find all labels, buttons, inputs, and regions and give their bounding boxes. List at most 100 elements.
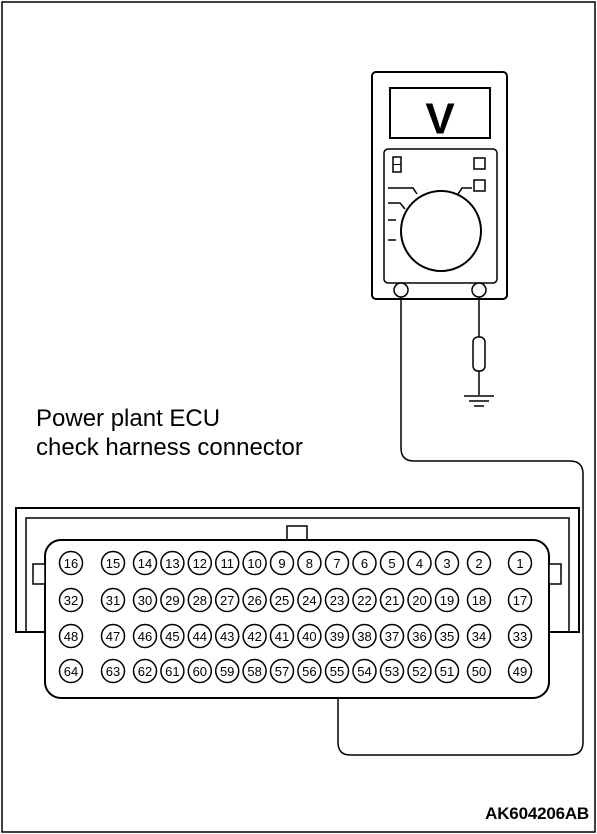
connector-pin-54	[352, 658, 377, 684]
connector-pin-label-22: 22	[357, 593, 371, 608]
test-probe-lead	[337, 297, 584, 756]
connector-pin-32	[58, 587, 84, 613]
dial-tick-5	[457, 187, 472, 195]
connector-pin-40	[297, 623, 322, 649]
connector-pin-63	[100, 658, 126, 684]
connector-pin-label-41: 41	[275, 629, 289, 644]
connector-pin-label-64: 64	[64, 664, 78, 679]
connector-pin-label-17: 17	[513, 593, 527, 608]
connector-pin-59	[214, 658, 240, 684]
connector-pin-24	[297, 587, 322, 613]
connector-pin-label-50: 50	[472, 664, 486, 679]
connector-pin-label-62: 62	[138, 664, 152, 679]
connector-pin-label-59: 59	[220, 664, 234, 679]
connector-pin-label-45: 45	[165, 629, 179, 644]
connector-pin-36	[407, 623, 432, 649]
caption-line-1: Power plant ECU	[36, 405, 221, 432]
connector-pin-35	[434, 623, 460, 649]
connector-key	[286, 525, 308, 541]
meter-display-symbol: V	[425, 95, 455, 144]
connector-pin-60	[187, 658, 213, 684]
connector-pin-51	[434, 658, 460, 684]
meter-selector-dial[interactable]	[400, 190, 482, 272]
connector-pin-label-63: 63	[106, 664, 120, 679]
connector-pin-33	[507, 623, 533, 649]
connector-pin-41	[269, 623, 295, 649]
connector-pin-44	[187, 623, 213, 649]
connector-pin-16	[58, 550, 84, 576]
connector-pin-label-7: 7	[333, 556, 340, 571]
connector-pin-55	[324, 658, 350, 684]
meter-button-bottom[interactable]	[473, 179, 486, 192]
connector-pin-label-34: 34	[472, 629, 486, 644]
connector-pin-label-5: 5	[388, 556, 395, 571]
connector-pin-label-57: 57	[275, 664, 289, 679]
connector-pin-25	[269, 587, 295, 613]
ground-clip	[472, 336, 486, 372]
connector-pin-label-18: 18	[472, 593, 486, 608]
connector-pin-label-11: 11	[220, 556, 234, 571]
connector-latch-left	[32, 563, 46, 585]
connector-pin-label-44: 44	[193, 629, 207, 644]
connector-pin-50	[466, 658, 492, 684]
connector-pin-label-60: 60	[193, 664, 207, 679]
connector-pin-3	[434, 550, 460, 576]
connector-pin-14	[132, 550, 158, 576]
connector-pin-45	[160, 623, 185, 649]
meter-jack-left[interactable]	[393, 282, 409, 298]
connector-pin-label-53: 53	[385, 664, 399, 679]
connector-pin-label-37: 37	[385, 629, 399, 644]
connector-pin-label-6: 6	[361, 556, 368, 571]
connector-pin-56	[297, 658, 322, 684]
connector-pin-label-36: 36	[412, 629, 426, 644]
connector-pin-label-15: 15	[106, 556, 120, 571]
connector-pin-47	[100, 623, 126, 649]
connector-pin-13	[160, 550, 185, 576]
connector-pin-61	[160, 658, 185, 684]
ground-lead	[464, 297, 494, 407]
connector-pin-label-46: 46	[138, 629, 152, 644]
connector-pin-label-24: 24	[302, 593, 316, 608]
connector-pin-12	[187, 550, 213, 576]
connector-pin-label-9: 9	[278, 556, 285, 571]
connector-pin-label-28: 28	[193, 593, 207, 608]
connector-pin-label-56: 56	[302, 664, 316, 679]
connector-pin-label-61: 61	[165, 664, 179, 679]
connector-pin-11	[214, 550, 240, 576]
meter-jack-right[interactable]	[471, 282, 487, 298]
connector-pin-label-47: 47	[106, 629, 120, 644]
connector-pin-9	[269, 550, 295, 576]
connector-pin-label-42: 42	[247, 629, 261, 644]
connector-pin-label-26: 26	[247, 593, 261, 608]
connector-pin-26	[242, 587, 267, 613]
connector-pin-label-49: 49	[513, 664, 527, 679]
connector-pin-57	[269, 658, 295, 684]
connector-pin-46	[132, 623, 158, 649]
connector-pin-43	[214, 623, 240, 649]
connector-pin-62	[132, 658, 158, 684]
connector-pin-label-2: 2	[475, 556, 482, 571]
connector-pin-42	[242, 623, 267, 649]
connector-pin-label-54: 54	[357, 664, 371, 679]
connector-pin-64	[58, 658, 84, 684]
connector-pin-34	[466, 623, 492, 649]
connector-face	[44, 539, 550, 699]
connector-pin-label-12: 12	[193, 556, 207, 571]
connector-pin-1	[507, 550, 533, 576]
connector-pin-23	[324, 587, 350, 613]
figure-id: AK604206AB	[485, 804, 589, 823]
connector-pin-label-58: 58	[247, 664, 261, 679]
connector-pin-37	[379, 623, 405, 649]
connector-caption: Power plant ECU check harness connector	[36, 404, 303, 462]
meter-button-top[interactable]	[473, 157, 486, 170]
connector-pin-label-1: 1	[516, 556, 523, 571]
connector-pin-label-43: 43	[220, 629, 234, 644]
connector-pin-label-27: 27	[220, 593, 234, 608]
connector-pin-22	[352, 587, 377, 613]
connector-pin-18	[466, 587, 492, 613]
connector-pin-label-33: 33	[513, 629, 527, 644]
connector-pin-label-29: 29	[165, 593, 179, 608]
connector-pin-label-8: 8	[306, 556, 313, 571]
connector-pin-label-21: 21	[385, 593, 399, 608]
connector-latch-right	[548, 563, 562, 585]
